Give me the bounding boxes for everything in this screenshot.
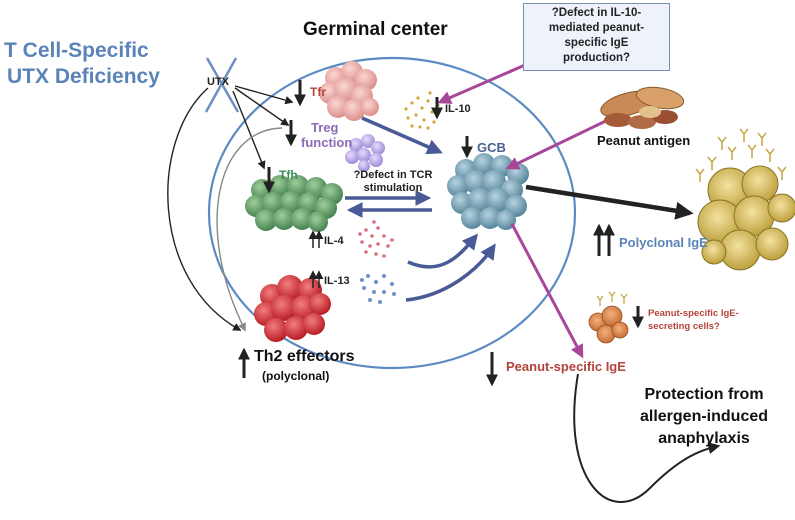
il4-label: IL-4 [324, 235, 344, 247]
polyclonal-ige-label: Polyclonal IgE [619, 235, 708, 250]
small-antibody-icons [596, 291, 628, 306]
tfh-label: Tfh [279, 168, 298, 182]
tfr-label: Tfr [310, 85, 326, 99]
gcb-label: GCB [477, 140, 506, 155]
il10-label: IL-10 [445, 103, 471, 115]
peanut-ige-cell-cluster [588, 305, 629, 344]
utx-label: UTX [207, 76, 229, 88]
th2-label-line2: (polyclonal) [262, 369, 330, 383]
tcr-question-line2: stimulation [363, 182, 423, 194]
tfr-cell-cluster [319, 61, 379, 121]
tfh-cell-cluster [245, 175, 343, 232]
indicator-arrows [238, 80, 644, 387]
il4-cytokine-dots [358, 220, 394, 258]
protection-line1: Protection from [644, 386, 764, 403]
il10-cytokine-dots [404, 91, 440, 130]
germinal-center-boundary [207, 56, 577, 370]
il10-question-line1: ?Defect in IL-10- [551, 7, 642, 19]
il10-question-line2: mediated peanut- [548, 22, 645, 34]
germinal-center-label: Germinal center [303, 19, 448, 40]
il13-label: IL-13 [324, 275, 350, 287]
peanut-ige-label: Peanut-specific IgE [506, 359, 626, 374]
ige-to-protection-arrow [573, 373, 721, 503]
tcr-question-line1: ?Defect in TCR [353, 169, 433, 181]
small-up-arrows [308, 230, 324, 288]
purple-arrows [437, 60, 613, 359]
plasma-cell-cluster [697, 165, 795, 271]
utx-arrows [167, 85, 294, 332]
treg-label-line2: function [301, 135, 353, 150]
antibody-icons [695, 128, 787, 182]
treg-cell-cluster [345, 134, 385, 172]
title-line1: T Cell-Specific [4, 39, 149, 62]
il10-question-line4: production? [562, 52, 631, 64]
th2-effector-cluster [254, 275, 331, 342]
il10-question-line3: specific IgE [564, 37, 629, 49]
title-line2: UTX Deficiency [7, 65, 160, 88]
il10-question-box [523, 3, 670, 71]
treg-label-line1: Treg [311, 120, 339, 135]
peanut-antigen-label: Peanut antigen [597, 133, 691, 148]
peanut-antigen-icon [600, 86, 685, 129]
gcb-to-plasma-arrow [525, 184, 694, 220]
utx-cross-icon [204, 57, 240, 113]
th2-label-line1: Th2 effectors [254, 348, 355, 365]
il13-cytokine-dots [360, 274, 396, 304]
protection-line3: anaphylaxis [658, 430, 750, 447]
protection-line2: allergen-induced [639, 408, 769, 425]
peanut-ige-cells-line1: Peanut-specific IgE- [648, 308, 739, 319]
blue-arrows [345, 116, 496, 302]
peanut-ige-cells-line2: secreting cells? [648, 321, 720, 332]
